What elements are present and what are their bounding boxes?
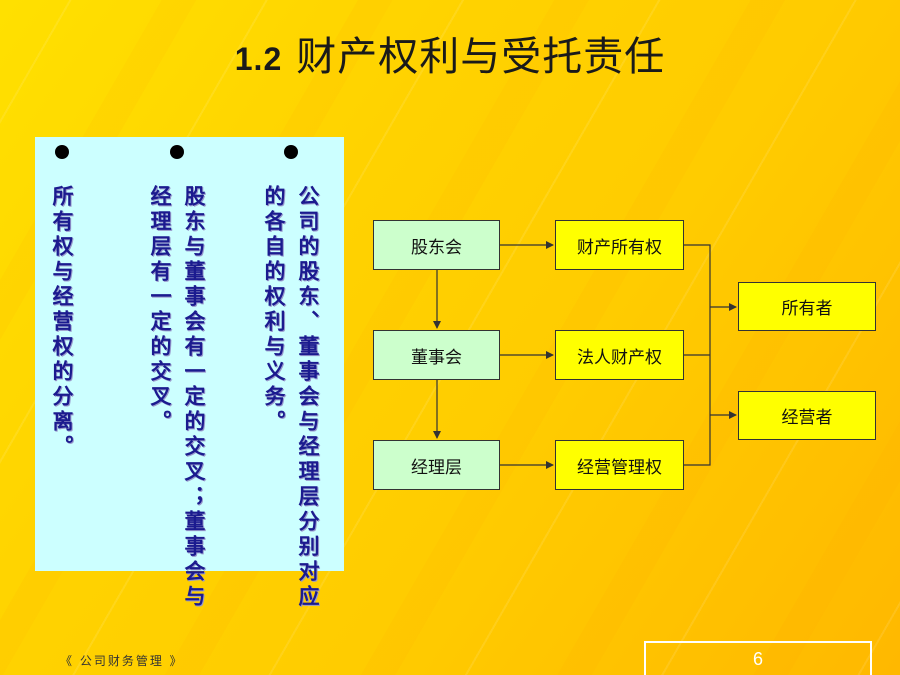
text-column-3: 所有权与经营权的分离。: [45, 137, 79, 460]
text-column-2: 股东与董事会有一定的交叉；董事会与经理层有一定的交叉。: [148, 137, 206, 625]
title-number: 1.2: [234, 41, 283, 77]
node-owner: 所有者: [738, 282, 876, 331]
node-board-of-directors: 董事会: [373, 330, 500, 380]
bullet-icon: [55, 145, 69, 159]
node-property-ownership: 财产所有权: [555, 220, 684, 270]
text-column-3-content: 所有权与经营权的分离。: [50, 185, 74, 460]
slide-title: 1.2 财产权利与受托责任: [0, 24, 900, 82]
page-number: 6: [752, 648, 763, 669]
bullet-icon: [170, 145, 184, 159]
text-column-1-content: 公司的股东、董事会与经理层分别对应的各自的权利与义务。: [262, 185, 320, 610]
text-box: 公司的股东、董事会与经理层分别对应的各自的权利与义务。 股东与董事会有一定的交叉…: [35, 137, 344, 610]
bullet-icon: [284, 145, 298, 159]
text-column-1: 公司的股东、董事会与经理层分别对应的各自的权利与义务。: [262, 137, 320, 625]
text-column-2-content: 股东与董事会有一定的交叉；董事会与经理层有一定的交叉。: [148, 185, 206, 610]
course-name: 《 公司财务管理 》: [60, 654, 184, 668]
page-number-box: 6: [644, 641, 872, 675]
title-text: 财产权利与受托责任: [296, 34, 666, 80]
node-operator: 经营者: [738, 391, 876, 440]
node-corporate-property-right: 法人财产权: [555, 330, 684, 380]
node-shareholders-meeting: 股东会: [373, 220, 500, 270]
node-management: 经理层: [373, 440, 500, 490]
node-operating-management-right: 经营管理权: [555, 440, 684, 490]
